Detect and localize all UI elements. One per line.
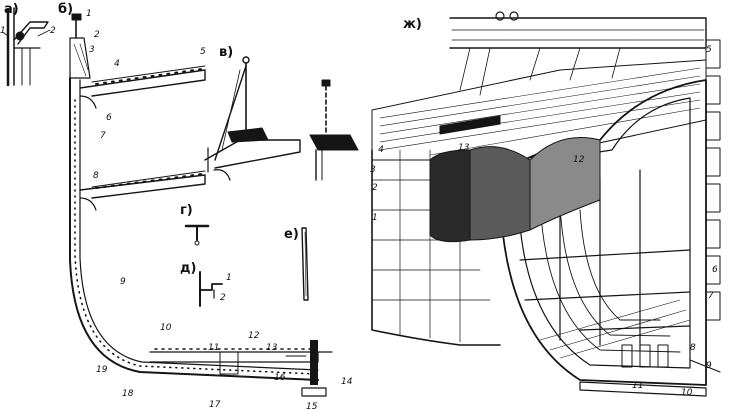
svg-text:13: 13	[266, 343, 278, 353]
svg-text:12: 12	[248, 331, 260, 341]
panel-g-drawing	[184, 224, 210, 246]
svg-text:2: 2	[372, 183, 378, 193]
panel-a-callout-2: 2	[50, 26, 56, 36]
svg-text:10: 10	[681, 388, 693, 398]
svg-text:3: 3	[89, 45, 95, 55]
svg-text:4: 4	[378, 145, 384, 155]
panel-d-callout-2: 2	[220, 293, 226, 303]
svg-text:15: 15	[306, 402, 318, 411]
panel-zh-label: ж)	[403, 17, 422, 32]
svg-text:6: 6	[712, 265, 718, 275]
panel-zh-callouts: 1 2 3 4 5 6 7 8 9 10 11 12 13	[370, 45, 718, 398]
svg-text:4: 4	[114, 59, 120, 69]
svg-text:7: 7	[708, 291, 714, 301]
svg-text:11: 11	[208, 343, 219, 353]
panel-a-callout-1: 1	[0, 26, 6, 36]
panel-b-label: б)	[58, 2, 73, 17]
svg-text:14: 14	[341, 377, 353, 387]
svg-text:10: 10	[160, 323, 172, 333]
panel-a-label: а)	[4, 2, 19, 17]
svg-text:1: 1	[372, 213, 378, 223]
panel-v-drawing	[204, 56, 359, 181]
panel-a-drawing	[3, 7, 51, 87]
svg-text:11: 11	[632, 381, 643, 391]
svg-text:9: 9	[706, 361, 712, 371]
svg-text:8: 8	[93, 171, 99, 181]
svg-text:3: 3	[370, 165, 376, 175]
panel-b-callouts: 1 2 3 4 5 6 7 8 9 10 11 12 13 14 15 16 1…	[86, 9, 353, 411]
svg-text:13: 13	[458, 143, 470, 153]
svg-text:6: 6	[106, 113, 112, 123]
panel-g-label: г)	[180, 203, 193, 218]
panel-v-label: в)	[219, 45, 233, 60]
svg-text:8: 8	[690, 343, 696, 353]
svg-text:5: 5	[200, 47, 206, 57]
svg-text:5: 5	[706, 45, 712, 55]
panel-d-label: д)	[180, 261, 196, 276]
svg-text:16: 16	[274, 373, 286, 383]
svg-text:18: 18	[122, 389, 134, 399]
svg-text:17: 17	[209, 400, 221, 410]
svg-text:9: 9	[120, 277, 126, 287]
svg-text:7: 7	[100, 131, 106, 141]
svg-text:1: 1	[86, 9, 92, 19]
svg-text:2: 2	[94, 30, 100, 40]
panel-d-callout-1: 1	[226, 273, 232, 283]
panel-e-label: е)	[284, 227, 299, 242]
panel-zh-drawing	[371, 11, 721, 397]
panel-b-drawing	[69, 13, 333, 397]
panel-e-drawing	[301, 227, 309, 301]
svg-text:19: 19	[96, 365, 108, 375]
svg-text:12: 12	[573, 155, 585, 165]
panel-d-drawing	[199, 271, 223, 307]
